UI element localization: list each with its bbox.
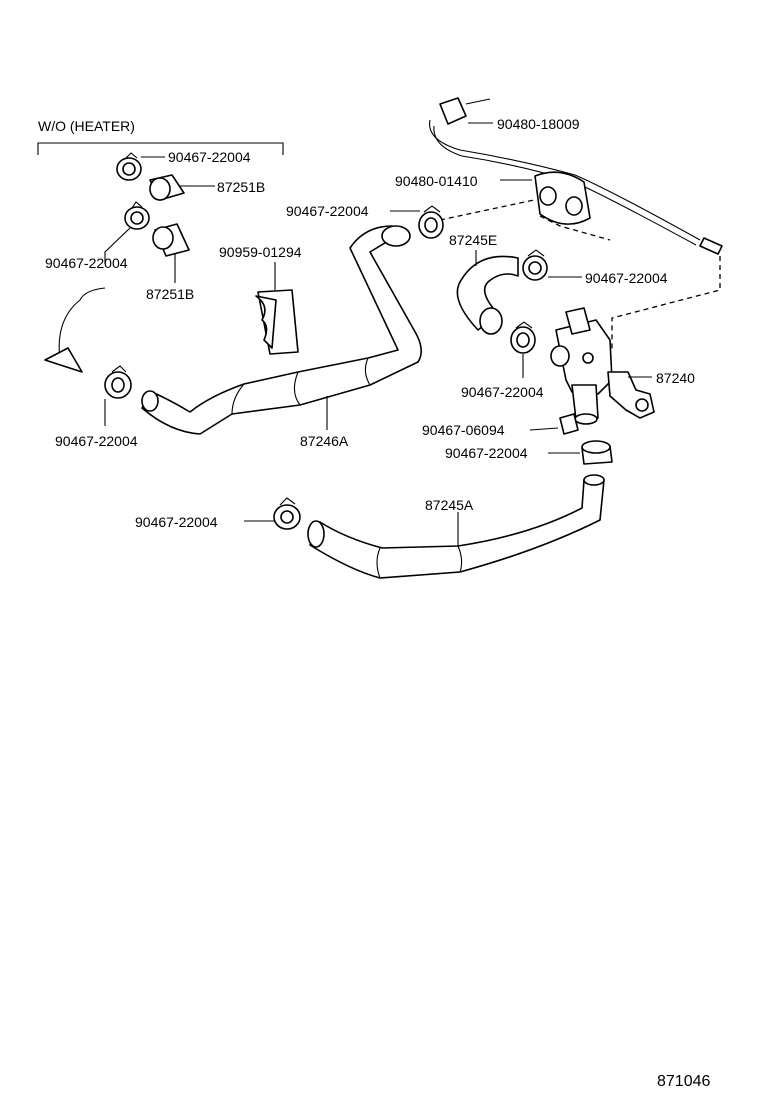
label-grommet: 90480-01410 — [395, 173, 478, 189]
label-wo-clamp-1: 90467-22004 — [168, 149, 251, 165]
label-wo-hose-1: 87251B — [217, 179, 265, 195]
section-label: W/O (HEATER) — [38, 118, 135, 134]
control-cable: 90480-18009 — [429, 97, 723, 255]
label-clamp-valve: 90467-22004 — [461, 384, 544, 400]
label-clamp-right: 90467-22004 — [585, 270, 668, 286]
label-valve: 87240 — [656, 370, 695, 386]
label-hose-87245e: 87245E — [449, 232, 497, 248]
clamp-lower-left: 90467-22004 — [135, 497, 301, 530]
hose-87245a: 87245A — [307, 474, 605, 579]
label-screw: 90467-06094 — [422, 422, 505, 438]
label-hose-87246a: 87246A — [300, 433, 349, 449]
wo-hose-2 — [152, 223, 190, 257]
bracket-90959: 90959-01294 — [219, 244, 302, 355]
clamp-lower-right: 90467-22004 — [445, 440, 613, 465]
water-valve: 87240 — [550, 307, 695, 425]
label-clamp-lower-left: 90467-22004 — [135, 514, 218, 530]
label-cable: 90480-18009 — [497, 116, 580, 132]
wo-heater-group: W/O (HEATER) 90467-22004 87251B 90467-22… — [37, 118, 284, 373]
label-hose-87245a: 87245A — [425, 497, 474, 513]
label-clamp-upper-hose: 90467-22004 — [286, 203, 369, 219]
figure-number: 871046 — [657, 1073, 710, 1090]
label-wo-hose-2: 87251B — [146, 286, 194, 302]
clamp-left: 90467-22004 — [55, 365, 138, 449]
label-clamp-lower-right: 90467-22004 — [445, 445, 528, 461]
hose-87246a: 87246A — [141, 225, 422, 449]
clamp-valve: 90467-22004 — [461, 321, 544, 400]
wo-hose-1 — [149, 174, 185, 201]
wo-clamp-2 — [124, 201, 150, 230]
grommet: 90480-01410 — [395, 171, 611, 241]
section-bracket — [37, 142, 284, 155]
label-bracket: 90959-01294 — [219, 244, 302, 260]
label-clamp-left: 90467-22004 — [55, 433, 138, 449]
wo-clamp-1 — [116, 152, 142, 181]
clamp-upper-hose: 90467-22004 — [286, 203, 444, 239]
label-wo-clamp-2: 90467-22004 — [45, 255, 128, 271]
clamp-right: 90467-22004 — [522, 249, 668, 286]
hose-87245e: 87245E — [449, 232, 519, 335]
screw: 90467-06094 — [422, 413, 579, 438]
